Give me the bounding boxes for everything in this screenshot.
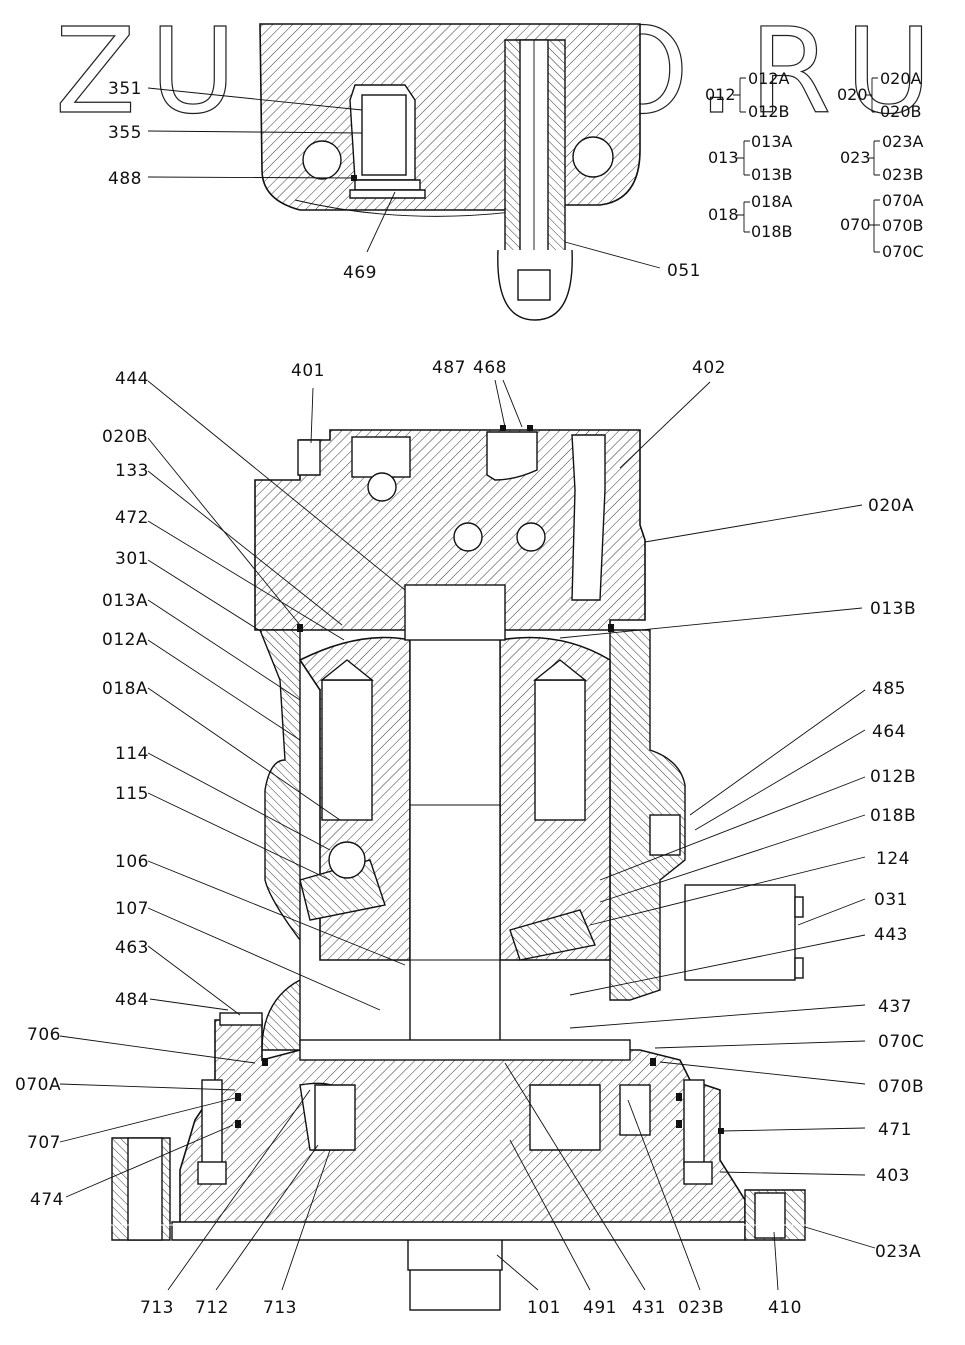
- label-051: 051: [667, 261, 701, 281]
- legend-group-label: 020: [837, 85, 868, 104]
- label-018B: 018B: [870, 806, 916, 826]
- label-012A: 012A: [102, 630, 148, 650]
- legend-part: 070B: [882, 216, 924, 235]
- legend-part: 018A: [751, 192, 793, 211]
- leader-051: [564, 241, 661, 269]
- label-070B: 070B: [878, 1077, 924, 1097]
- label-488: 488: [108, 169, 142, 189]
- label-485: 485: [872, 679, 906, 699]
- label-355: 355: [108, 123, 142, 143]
- legend-part: 013B: [751, 165, 793, 184]
- legend-group-020: 020 020A 020B: [837, 69, 922, 121]
- legend-group-label: 023: [840, 148, 871, 167]
- legend-part: 012A: [748, 69, 790, 88]
- label-713-left: 713: [140, 1298, 174, 1318]
- label-437: 437: [878, 997, 912, 1017]
- label-707: 707: [27, 1133, 61, 1153]
- leader-351: [147, 87, 363, 111]
- label-012B: 012B: [870, 767, 916, 787]
- label-403: 403: [876, 1166, 910, 1186]
- label-713-right: 713: [263, 1298, 297, 1318]
- label-351: 351: [108, 79, 142, 99]
- label-706: 706: [27, 1025, 61, 1045]
- label-114: 114: [115, 744, 149, 764]
- legend-part: 020B: [880, 102, 922, 121]
- label-301: 301: [115, 549, 149, 569]
- leader-lines: [59, 379, 876, 1291]
- label-020A: 020A: [868, 496, 914, 516]
- legend-group-label: 018: [708, 205, 739, 224]
- label-031: 031: [874, 890, 908, 910]
- label-013A: 013A: [102, 591, 148, 611]
- label-464: 464: [872, 722, 906, 742]
- label-484: 484: [115, 990, 149, 1010]
- legend-group-label: 070: [840, 215, 871, 234]
- label-101: 101: [527, 1298, 561, 1318]
- label-431: 431: [632, 1298, 666, 1318]
- part-group-legend: 012 012A 012B 013 013A 013B 018 018A 018…: [705, 69, 924, 261]
- label-443: 443: [874, 925, 908, 945]
- legend-part: 018B: [751, 222, 793, 241]
- legend-group-023: 023 023A 023B: [840, 132, 924, 184]
- label-018A: 018A: [102, 679, 148, 699]
- legend-part: 070A: [882, 191, 924, 210]
- label-401: 401: [291, 361, 325, 381]
- label-402: 402: [692, 358, 726, 378]
- label-410: 410: [768, 1298, 802, 1318]
- legend-group-012: 012 012A 012B: [705, 69, 790, 121]
- label-712: 712: [195, 1298, 229, 1318]
- legend-group-070: 070 070A 070B 070C: [840, 191, 924, 261]
- label-124: 124: [876, 849, 910, 869]
- label-471: 471: [878, 1120, 912, 1140]
- motor-cross-section: [0, 425, 965, 1311]
- label-070C: 070C: [878, 1032, 924, 1052]
- legend-group-018: 018 018A 018B: [708, 192, 793, 241]
- label-133: 133: [115, 461, 149, 481]
- legend-part: 023A: [882, 132, 924, 151]
- label-472: 472: [115, 508, 149, 528]
- label-487: 487: [432, 358, 466, 378]
- leader-355: [147, 130, 363, 134]
- leader-469: [366, 191, 396, 253]
- label-013B: 013B: [870, 599, 916, 619]
- label-474: 474: [30, 1190, 64, 1210]
- label-444: 444: [115, 369, 149, 389]
- label-115: 115: [115, 784, 149, 804]
- legend-part: 013A: [751, 132, 793, 151]
- legend-part: 020A: [880, 69, 922, 88]
- legend-part: 023B: [882, 165, 924, 184]
- legend-part: 070C: [882, 242, 924, 261]
- legend-part: 012B: [748, 102, 790, 121]
- label-107: 107: [115, 899, 149, 919]
- label-106: 106: [115, 852, 149, 872]
- label-023B: 023B: [678, 1298, 724, 1318]
- legend-group-label: 013: [708, 148, 739, 167]
- label-463: 463: [115, 938, 149, 958]
- label-468: 468: [473, 358, 507, 378]
- legend-group-013: 013 013A 013B: [708, 132, 793, 184]
- label-469: 469: [343, 263, 377, 283]
- leader-488: [147, 176, 356, 179]
- label-023A: 023A: [875, 1242, 921, 1262]
- label-070A: 070A: [15, 1075, 61, 1095]
- label-020B: 020B: [102, 427, 148, 447]
- label-491: 491: [583, 1298, 617, 1318]
- relief-valve-section: [259, 23, 641, 321]
- legend-group-label: 012: [705, 85, 736, 104]
